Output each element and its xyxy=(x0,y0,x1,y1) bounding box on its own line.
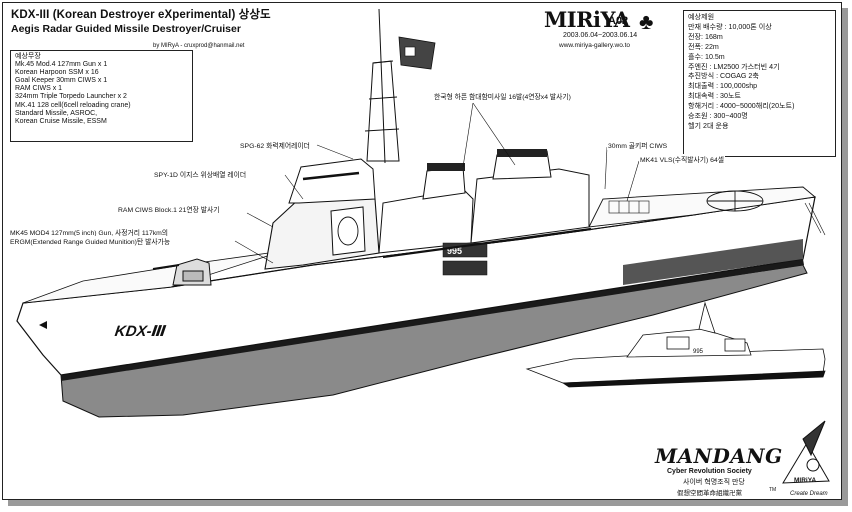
specs-line: 최대출력 : 100,000shp xyxy=(688,82,758,91)
specifications-box: 예상제원 만재 배수량 : 10,000톤 이상 전장: 168m 전폭: 22… xyxy=(683,10,836,157)
side-view-ship: 995 xyxy=(525,301,826,388)
flag-emblem xyxy=(404,46,416,57)
trademark: TM xyxy=(769,487,777,493)
funnel-forward-top xyxy=(427,163,465,171)
bridge-windows xyxy=(302,171,360,181)
logo-url: www.miriya-gallery.wo.to xyxy=(559,42,631,49)
bow-deck xyxy=(22,250,284,304)
weapons-line: Standard Missile, ASROC, xyxy=(15,109,98,117)
specs-line: 헬기 2대 운용 xyxy=(688,121,729,130)
weapons-box: 예상무장 Mk.45 Mod.4 127mm Gun x 1 Korean Ha… xyxy=(10,50,193,142)
stern-rigging xyxy=(804,202,826,236)
weapons-line: MK.41 128 cell(6cell reloading crane) xyxy=(15,101,131,109)
vls-cells xyxy=(608,200,650,214)
page-subtitle: Aegis Radar Guided Missile Destroyer/Cru… xyxy=(11,23,241,35)
aft-deck xyxy=(588,186,817,228)
specs-line: 전폭: 22m xyxy=(688,42,719,51)
side-view-hull-number: 995 xyxy=(693,349,704,355)
miriya-logo: MIRiYA xyxy=(544,7,630,32)
funnel-aft-top xyxy=(497,149,547,157)
specs-line: 승조원 : 300~400명 xyxy=(688,112,748,121)
callout-spg62: SPG-62 화력제어레이더 xyxy=(239,140,311,150)
author-credit: by MIRyA - cruxprod@hanmail.net xyxy=(153,43,245,49)
specs-line: 최대속력 : 30노트 xyxy=(688,92,741,101)
side-window-strip xyxy=(382,227,592,259)
miriya-signature: MIRiYA xyxy=(794,477,817,484)
hull-underwater xyxy=(60,264,808,418)
clover-icon: ♣ xyxy=(639,9,654,34)
specs-line: 항해거리 : 4000~5000해리(20노트) xyxy=(688,102,795,111)
create-dream-tagline: Create Dream xyxy=(790,491,828,497)
specs-line: 추진방식 : COGAG 2축 xyxy=(688,72,759,81)
callout-goalkeeper: 30mm 골키퍼 CIWS xyxy=(607,140,669,150)
page-title: KDX-III (Korean Destroyer eXperimental) … xyxy=(11,9,271,21)
callout-spy1d: SPY-1D 이지스 위상배열 레이더 xyxy=(153,169,248,179)
create-dream-emblem xyxy=(782,420,830,484)
weapons-line: Korean Harpoon SSM x 16 xyxy=(15,69,99,77)
mandang-logo: MANDANG xyxy=(655,444,783,468)
funnel-forward xyxy=(422,166,466,200)
specs-line: 흘수: 10.5m xyxy=(688,52,725,61)
logo-dates: 2003.06.04~2003.06.14 xyxy=(563,32,638,39)
callout-mk41-vls: MK41 VLS(수직발사기) 64셀 xyxy=(639,154,725,164)
ship-illustration: 995 xyxy=(16,8,830,484)
bow-anchor xyxy=(39,321,47,329)
weapons-line: RAM CIWS x 1 xyxy=(15,85,63,93)
spy1d-radar-face xyxy=(337,216,359,246)
specs-heading: 예상제원 xyxy=(688,13,715,21)
helipad xyxy=(706,190,764,212)
hull-designation: KDX-Ⅲ xyxy=(113,323,167,340)
flag xyxy=(398,36,436,70)
specs-line: 만재 배수량 : 10,000톤 이상 xyxy=(688,22,772,31)
society-name-hanja: 假想空間革命組織卍黨 xyxy=(677,490,742,497)
weapons-heading: 예상무장 xyxy=(15,53,41,60)
callout-harpoon: 한국형 하픈 함대함미사일 16발(4연장x4 발사기) xyxy=(433,91,572,101)
spy1d-radar-panel xyxy=(330,206,366,256)
artwork-frame: 995 xyxy=(2,2,842,500)
specs-line: 주엔진 : LM2500 가스터빈 4기 xyxy=(688,62,780,71)
callout-ergm: ERGM(Extended Range Guided Munition)탄 발사… xyxy=(9,236,172,246)
society-name: Cyber Revolution Society xyxy=(667,468,752,475)
main-mast xyxy=(364,8,400,164)
hull-boot-stripe xyxy=(61,259,804,381)
weapons-line: 324mm Triple Torpedo Launcher x 2 xyxy=(15,93,127,101)
miriya-code: A02 xyxy=(608,15,629,27)
main-gun xyxy=(152,258,212,286)
callout-leaders xyxy=(234,102,640,264)
weapons-line: Mk.45 Mod.4 127mm Gun x 1 xyxy=(15,61,108,69)
hull-number-upper: 995 xyxy=(447,246,462,256)
callout-ram: RAM CIWS Block.1 21연장 발사기 xyxy=(117,204,221,214)
callout-mk45-gun: MK45 MOD4 127mm(5 inch) Gun, 사정거리 117km의 xyxy=(9,227,170,237)
aft-superstructure xyxy=(470,168,590,244)
specs-line: 전장: 168m xyxy=(688,32,723,41)
weapons-line: Goal Keeper 30mm CIWS x 1 xyxy=(15,77,108,85)
bridge xyxy=(288,158,376,204)
weapons-line: Korean Cruise Missile, ESSM xyxy=(15,117,107,125)
society-name-korean: 사이버 혁명조직 만당 xyxy=(683,479,745,486)
hull-stern-shadow xyxy=(623,239,803,285)
